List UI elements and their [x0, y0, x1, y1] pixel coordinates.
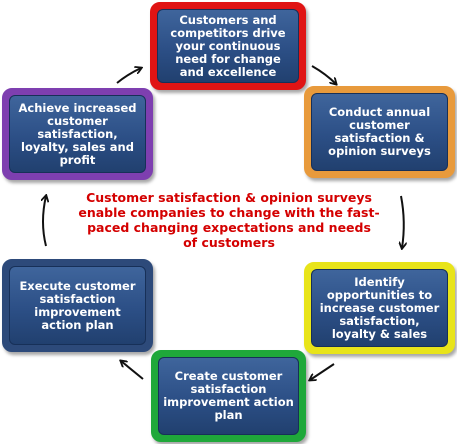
arrow-top-to-right — [311, 65, 336, 84]
arrow-lowerright-to-bottom — [310, 363, 335, 380]
step-label: Conduct annual customer satisfaction & o… — [328, 105, 431, 158]
arrow-bottom-to-lowerleft — [121, 361, 144, 380]
step-label: Execute customer satisfaction improvemen… — [19, 278, 136, 332]
arrow-left-to-top — [116, 68, 141, 84]
step-identify-opportunities: Identify opportunities to increase custo… — [304, 262, 455, 354]
step-conduct-surveys: Conduct annual customer satisfaction & o… — [304, 86, 455, 178]
step-create-action-plan: Create customer satisfaction improvement… — [151, 350, 306, 442]
arrow-right-to-lowerright — [401, 195, 404, 248]
step-customers-competitors: Customers and competitors drive your con… — [150, 2, 306, 90]
center-caption: Customer satisfaction & opinion surveys … — [78, 190, 380, 250]
step-label: Achieve increased customer satisfaction,… — [18, 100, 137, 167]
arrow-lowerleft-to-left — [43, 196, 46, 247]
step-label: Customers and competitors drive your con… — [170, 12, 286, 79]
step-label: Create customer satisfaction improvement… — [163, 369, 294, 422]
step-execute-action-plan: Execute customer satisfaction improvemen… — [2, 259, 153, 352]
step-label: Identify opportunities to increase custo… — [319, 274, 440, 341]
step-achieve-satisfaction: Achieve increased customer satisfaction,… — [2, 88, 153, 180]
